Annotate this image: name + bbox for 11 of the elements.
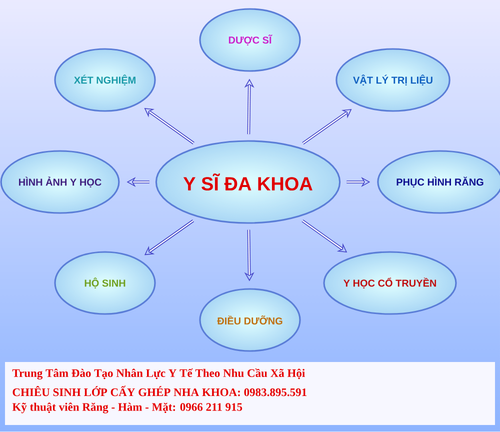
ellipse-node: Y HỌC CỔ TRUYỀN [323,251,457,315]
ellipse-node: VẬT LÝ TRỊ LIỆU [336,48,450,112]
ellipse-node: ĐIỀU DƯỠNG [199,288,301,352]
banner-text: Trung Tâm Đào Tạo Nhân Lực Y Tế Theo Nhu Cầu Xã Hội [12,368,305,380]
banner-text: Kỹ thuật viên Răng - Hàm - Mặt: 0966 211 915 [12,402,242,414]
ellipse-node: HỘ SINH [54,251,156,315]
ellipse-node: DƯỢC SĨ [199,8,301,72]
ellipse-node: XÉT NGHIỆM [54,48,156,112]
ellipse-node: HÌNH ẢNH Y HỌC [0,150,120,214]
banner-text: CHIÊU SINH LỚP CẤY GHÉP NHA KHOA: 0983.895.591 [12,386,306,396]
ellipse-node: Y SĨ ĐA KHOA [155,140,341,224]
